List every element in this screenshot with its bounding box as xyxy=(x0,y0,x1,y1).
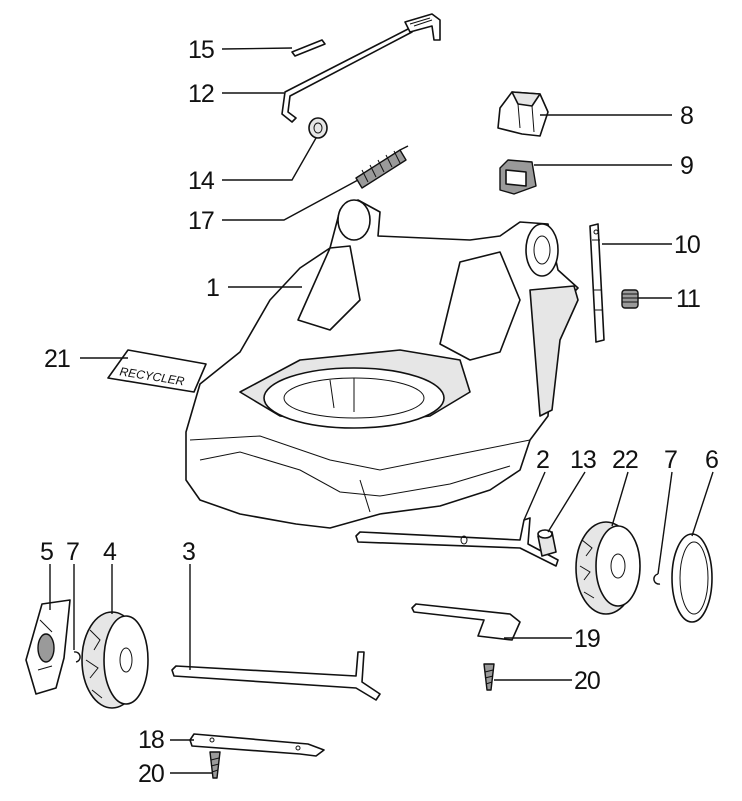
label-12: 12 xyxy=(188,80,214,108)
label-8: 8 xyxy=(680,102,693,130)
part-8-clip xyxy=(497,91,549,137)
label-7-right: 7 xyxy=(664,446,677,474)
label-6: 6 xyxy=(705,446,718,474)
leader-lines xyxy=(49,47,714,774)
label-15: 15 xyxy=(188,36,214,64)
part-13-bushing xyxy=(537,529,557,557)
label-18: 18 xyxy=(138,726,164,754)
part-9-knob xyxy=(499,159,537,195)
part-7-clip-left xyxy=(73,651,81,663)
part-17-spring xyxy=(355,145,409,189)
part-21-recycler-decal: RECYCLER xyxy=(107,349,207,393)
label-7-left: 7 xyxy=(66,538,79,566)
label-13: 13 xyxy=(570,446,596,474)
label-20-upper: 20 xyxy=(574,667,600,695)
label-20-lower: 20 xyxy=(138,760,164,788)
part-6-hubcap xyxy=(671,533,713,623)
label-14: 14 xyxy=(188,167,215,195)
part-10-adjuster-bar xyxy=(589,223,605,343)
part-2-rear-axle xyxy=(355,517,559,567)
label-4: 4 xyxy=(103,538,117,566)
label-2: 2 xyxy=(536,446,549,474)
label-1: 1 xyxy=(206,274,219,302)
part-3-front-axle xyxy=(171,651,381,701)
label-9: 9 xyxy=(680,152,693,180)
part-20-screw-upper xyxy=(483,663,495,691)
part-20-screw-lower xyxy=(209,751,221,779)
label-10: 10 xyxy=(674,231,700,259)
part-7-clip-right xyxy=(653,573,661,585)
part-12-lever-rod xyxy=(281,13,441,123)
part-22-wheel-right xyxy=(575,521,641,615)
part-4-wheel-left xyxy=(81,611,149,709)
part-18-bracket xyxy=(189,733,325,757)
label-3: 3 xyxy=(182,538,195,566)
label-5: 5 xyxy=(40,538,53,566)
label-22: 22 xyxy=(612,446,638,474)
label-21: 21 xyxy=(44,345,70,373)
part-11-spring xyxy=(621,289,639,309)
part-14-washer xyxy=(308,117,328,139)
part-15-pin xyxy=(291,39,326,57)
label-11: 11 xyxy=(676,285,700,313)
part-5-hubcap-left xyxy=(25,599,71,695)
part-19-bracket xyxy=(411,603,521,641)
part-1-mower-deck xyxy=(185,199,579,529)
callout-labels: 15 12 14 17 1 21 8 9 10 11 2 13 22 7 6 5… xyxy=(40,36,719,788)
label-17: 17 xyxy=(188,207,214,235)
label-19: 19 xyxy=(574,625,600,653)
